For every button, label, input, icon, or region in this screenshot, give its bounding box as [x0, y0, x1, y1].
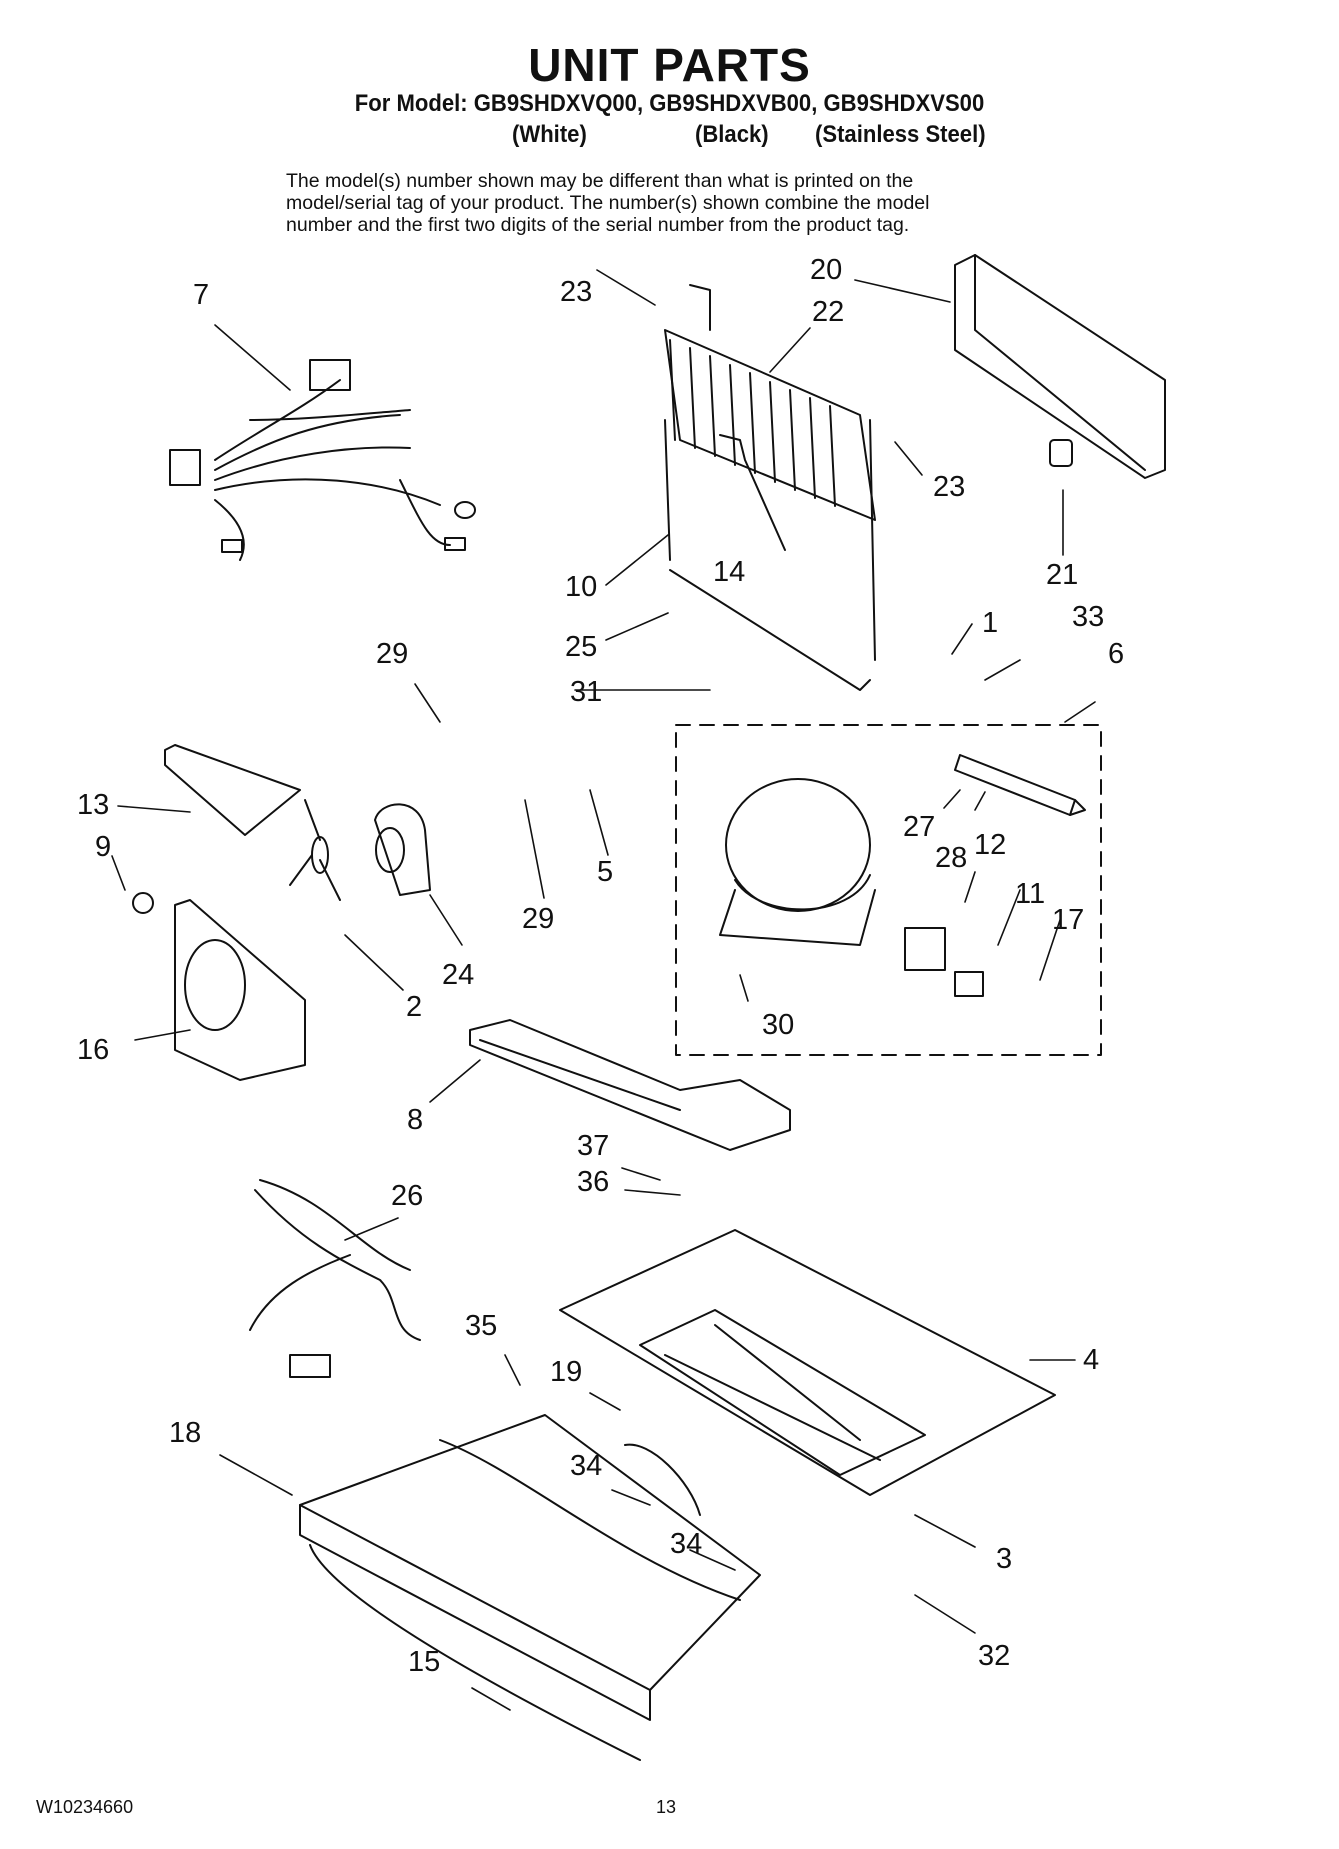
- evaporator-22: [664, 284, 876, 691]
- callout-37: 37: [577, 1130, 610, 1162]
- page-title: UNIT PARTS: [528, 39, 811, 91]
- callout-20: 20: [810, 254, 843, 286]
- gasket-13: [164, 744, 301, 836]
- callout-25: 25: [565, 631, 598, 663]
- callout-36: 36: [577, 1166, 610, 1198]
- callout-18: 18: [169, 1417, 202, 1449]
- callout-19: 19: [550, 1356, 583, 1388]
- document-number: W10234660: [36, 1797, 134, 1817]
- callout-26: 26: [391, 1180, 424, 1212]
- callout-15: 15: [408, 1646, 441, 1678]
- condenser-fan-blade-2: [289, 799, 341, 901]
- variant-white: (White): [512, 121, 587, 148]
- leader-lines: [111, 269, 1096, 1711]
- callout-22: 22: [812, 296, 845, 328]
- filter-drier-28: [954, 754, 1086, 816]
- callout-35: 35: [465, 1310, 498, 1342]
- callout-23b: 23: [933, 471, 966, 503]
- callout-34: 34: [570, 1450, 603, 1482]
- callout-2: 2: [406, 991, 423, 1023]
- base-plate-3: [559, 1229, 1056, 1496]
- callout-6: 6: [1108, 638, 1125, 670]
- callout-10: 10: [565, 571, 598, 603]
- compressor-27: [719, 778, 876, 946]
- variant-black: (Black): [695, 121, 769, 148]
- callout-9: 9: [95, 831, 112, 863]
- callout-17: 17: [1052, 904, 1085, 936]
- callout-16: 16: [77, 1034, 110, 1066]
- condenser-coil-18: [299, 1414, 761, 1761]
- callout-24: 24: [442, 959, 475, 991]
- notice-line: model/serial tag of your product. The nu…: [286, 192, 930, 214]
- variant-stainless-steel: (Stainless Steel): [815, 121, 986, 148]
- compressor-assembly-box: [675, 724, 1102, 1056]
- callout-5: 5: [597, 856, 614, 888]
- relay-overload-12: [904, 927, 984, 997]
- callout-29: 29: [376, 638, 409, 670]
- wire-harness-26: [249, 1179, 421, 1378]
- condenser-fan-motor-24: [374, 803, 431, 896]
- page-number: 13: [656, 1797, 677, 1817]
- callout-23: 23: [560, 276, 593, 308]
- fan-shroud-16: [174, 899, 306, 1081]
- callout-34b: 34: [670, 1528, 703, 1560]
- callout-32: 32: [978, 1640, 1011, 1672]
- callout-31: 31: [570, 676, 603, 708]
- callout-12: 12: [974, 829, 1007, 861]
- defrost-terminator-21: [1049, 439, 1073, 467]
- notice-line: The model(s) number shown may be differe…: [286, 170, 914, 192]
- callout-30: 30: [762, 1009, 795, 1041]
- bracket-20: [954, 254, 1166, 479]
- callout-33: 33: [1072, 601, 1105, 633]
- callout-3: 3: [996, 1543, 1013, 1575]
- callout-1: 1: [982, 607, 999, 639]
- wire-harness-7: [169, 359, 476, 561]
- callout-14: 14: [713, 556, 746, 588]
- callout-13: 13: [77, 789, 110, 821]
- thermistor-14: [719, 434, 786, 551]
- tube-19: [624, 1443, 701, 1516]
- callout-21: 21: [1046, 559, 1079, 591]
- callout-28: 28: [935, 842, 968, 874]
- model-notice: The model(s) number shown may be differe…: [286, 170, 1086, 236]
- drain-pan-8: [469, 1019, 791, 1151]
- callout-11: 11: [1015, 878, 1046, 910]
- grommet-9: [132, 892, 154, 914]
- model-numbers: For Model: GB9SHDXVQ00, GB9SHDXVB00, GB9…: [354, 90, 985, 117]
- notice-line: number and the first two digits of the s…: [286, 214, 910, 236]
- callout-27: 27: [903, 811, 936, 843]
- callout-29b: 29: [522, 903, 555, 935]
- callout-7: 7: [193, 279, 210, 311]
- callout-8: 8: [407, 1104, 424, 1136]
- callout-4: 4: [1083, 1344, 1100, 1376]
